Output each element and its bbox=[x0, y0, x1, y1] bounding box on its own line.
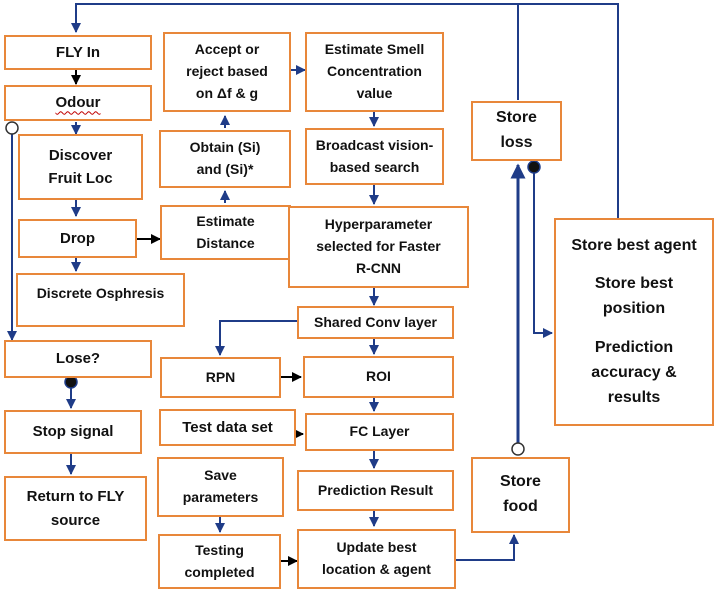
store-loss-to-store-best-arrow bbox=[533, 168, 553, 338]
broadcast-search-box: Broadcast vision- based search bbox=[305, 128, 444, 185]
roi-box: ROI bbox=[303, 356, 454, 398]
lose-decision-box: Lose? bbox=[4, 340, 152, 378]
discrete-osphresis-box: Discrete Osphresis bbox=[16, 273, 185, 327]
stop-signal-box: Stop signal bbox=[4, 410, 142, 454]
shared-conv-box: Shared Conv layer bbox=[297, 306, 454, 339]
store-loss-filled-dot bbox=[527, 160, 541, 174]
prediction-result-box: Prediction Result bbox=[297, 470, 454, 511]
estimate-smell-box: Estimate Smell Concentration value bbox=[305, 32, 444, 112]
rpn-box: RPN bbox=[160, 357, 281, 398]
obtain-si-box: Obtain (Si) and (Si)* bbox=[159, 130, 291, 188]
top-loop-line bbox=[71, 3, 619, 218]
odour-open-dot bbox=[5, 121, 19, 135]
testing-completed-box: Testing completed bbox=[158, 534, 281, 589]
odour-box: Odour bbox=[4, 85, 152, 121]
store-food-box: Store food bbox=[471, 457, 570, 533]
estimate-distance-box: Estimate Distance bbox=[160, 205, 291, 260]
store-best-box: Store best agent Store best position Pre… bbox=[554, 218, 714, 426]
store-food-open-dot bbox=[511, 442, 525, 456]
fc-layer-box: FC Layer bbox=[305, 413, 454, 451]
fly-in-box: FLY In bbox=[4, 35, 152, 70]
hyperparameter-box: Hyperparameter selected for Faster R-CNN bbox=[288, 206, 469, 288]
test-data-set-box: Test data set bbox=[159, 409, 296, 446]
update-best-box: Update best location & agent bbox=[297, 529, 456, 589]
store-loss-box: Store loss bbox=[471, 101, 562, 161]
drop-box: Drop bbox=[18, 219, 137, 258]
accept-reject-box: Accept or reject based on Δf & g bbox=[163, 32, 291, 112]
update-to-store-food-arrow bbox=[456, 534, 519, 561]
save-parameters-box: Save parameters bbox=[157, 457, 284, 517]
shared-to-rpn-arrow bbox=[215, 320, 297, 356]
return-source-box: Return to FLY source bbox=[4, 476, 147, 541]
discover-fruit-box: Discover Fruit Loc bbox=[18, 134, 143, 200]
